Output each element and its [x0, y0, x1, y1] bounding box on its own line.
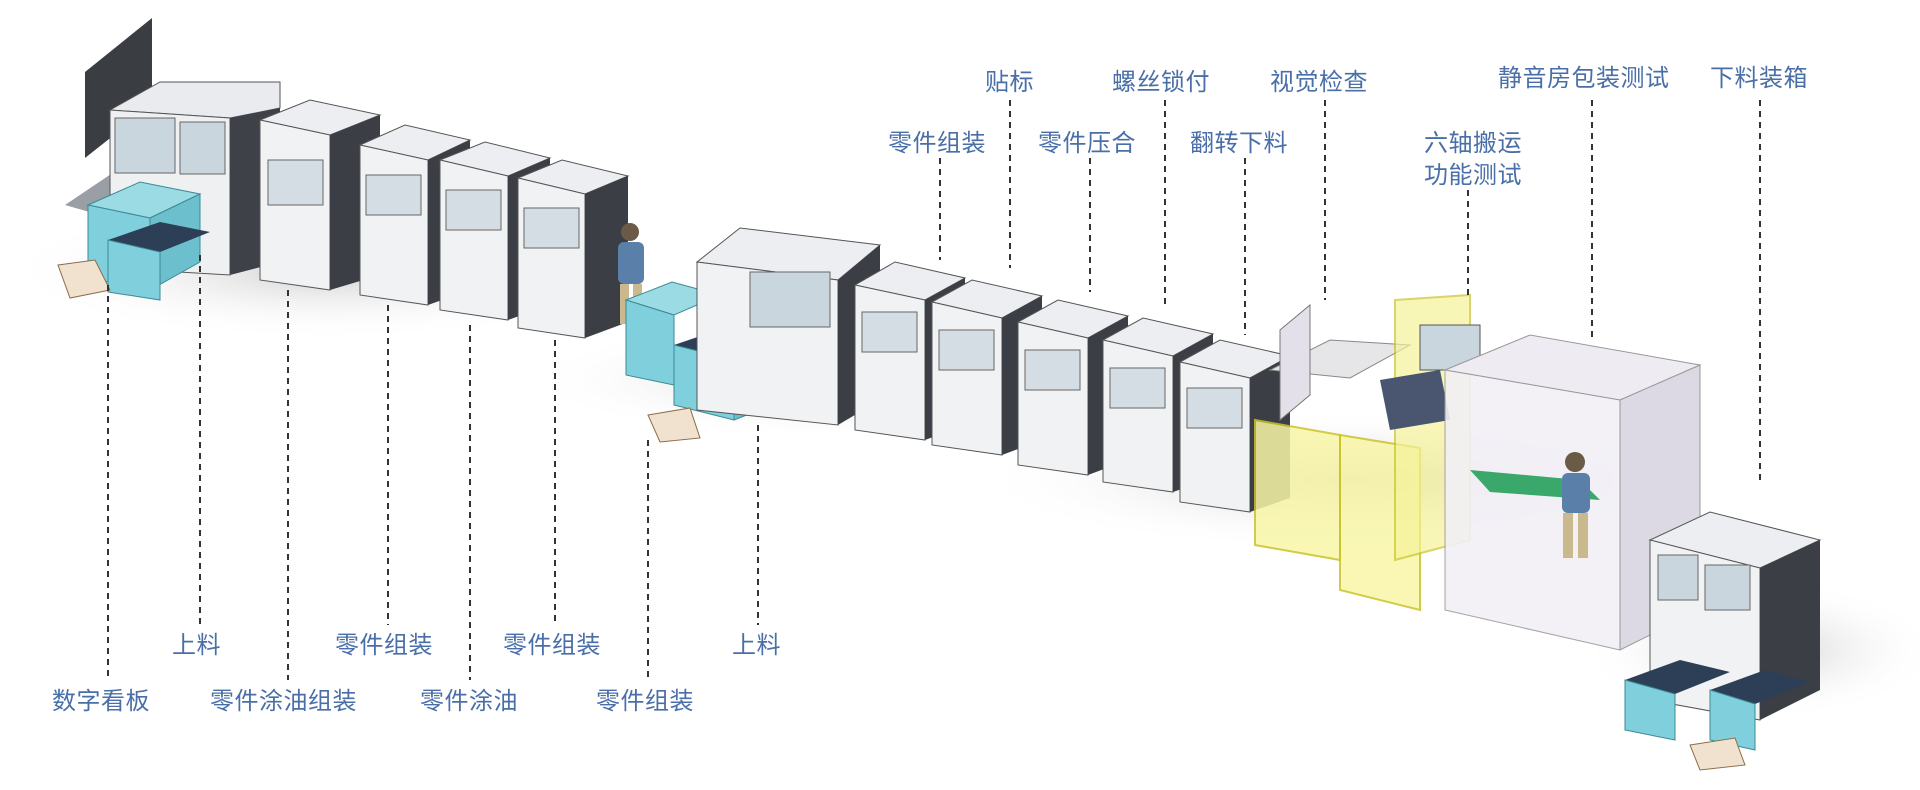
- machine-loading-2: [695, 227, 882, 426]
- label-digital-board: 数字看板: [52, 687, 150, 715]
- label-loading-2: 上料: [732, 631, 781, 659]
- label-part-oil-assembly: 零件涂油组装: [210, 687, 357, 715]
- label-part-assembly-1: 零件组装: [335, 631, 433, 659]
- label-loading-1: 上料: [172, 631, 221, 659]
- label-six-axis-transfer: 六轴搬运: [1424, 129, 1522, 157]
- cyan-tray-stack-1: [57, 181, 210, 301]
- label-screw-fastening: 螺丝锁付: [1112, 68, 1210, 96]
- label-quiet-room-packaging-test: 静音房包装测试: [1498, 64, 1670, 92]
- label-part-press-fit: 零件压合: [1038, 129, 1136, 157]
- label-part-assembly-top: 零件组装: [888, 129, 986, 157]
- machine-assembly-2: [516, 159, 630, 339]
- label-vision-check: 视觉检查: [1270, 68, 1368, 96]
- label-labeling: 贴标: [985, 68, 1034, 96]
- label-flip-unload: 翻转下料: [1190, 129, 1288, 157]
- label-unload-boxing: 下料装箱: [1710, 64, 1808, 92]
- leader-lines: [107, 100, 1761, 680]
- cyan-tray-stack-3: [1624, 660, 1810, 771]
- label-part-assembly-2: 零件组装: [503, 631, 601, 659]
- label-part-oiling: 零件涂油: [420, 687, 518, 715]
- label-part-assembly-3: 零件组装: [596, 687, 694, 715]
- label-function-test: 功能测试: [1424, 161, 1522, 189]
